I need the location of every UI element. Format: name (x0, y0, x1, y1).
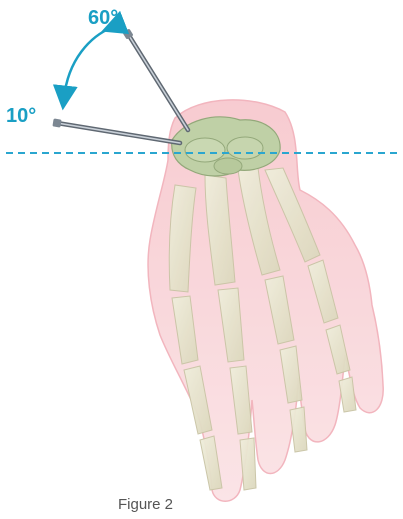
figure-caption: Figure 2 (118, 496, 173, 513)
angle-label-60: 60° (88, 7, 118, 29)
double-headed-curved-arrow-icon (64, 27, 113, 98)
k-wire-60 (122, 28, 188, 130)
angle-label-10: 10° (6, 105, 36, 127)
k-wire-10 (52, 118, 180, 143)
